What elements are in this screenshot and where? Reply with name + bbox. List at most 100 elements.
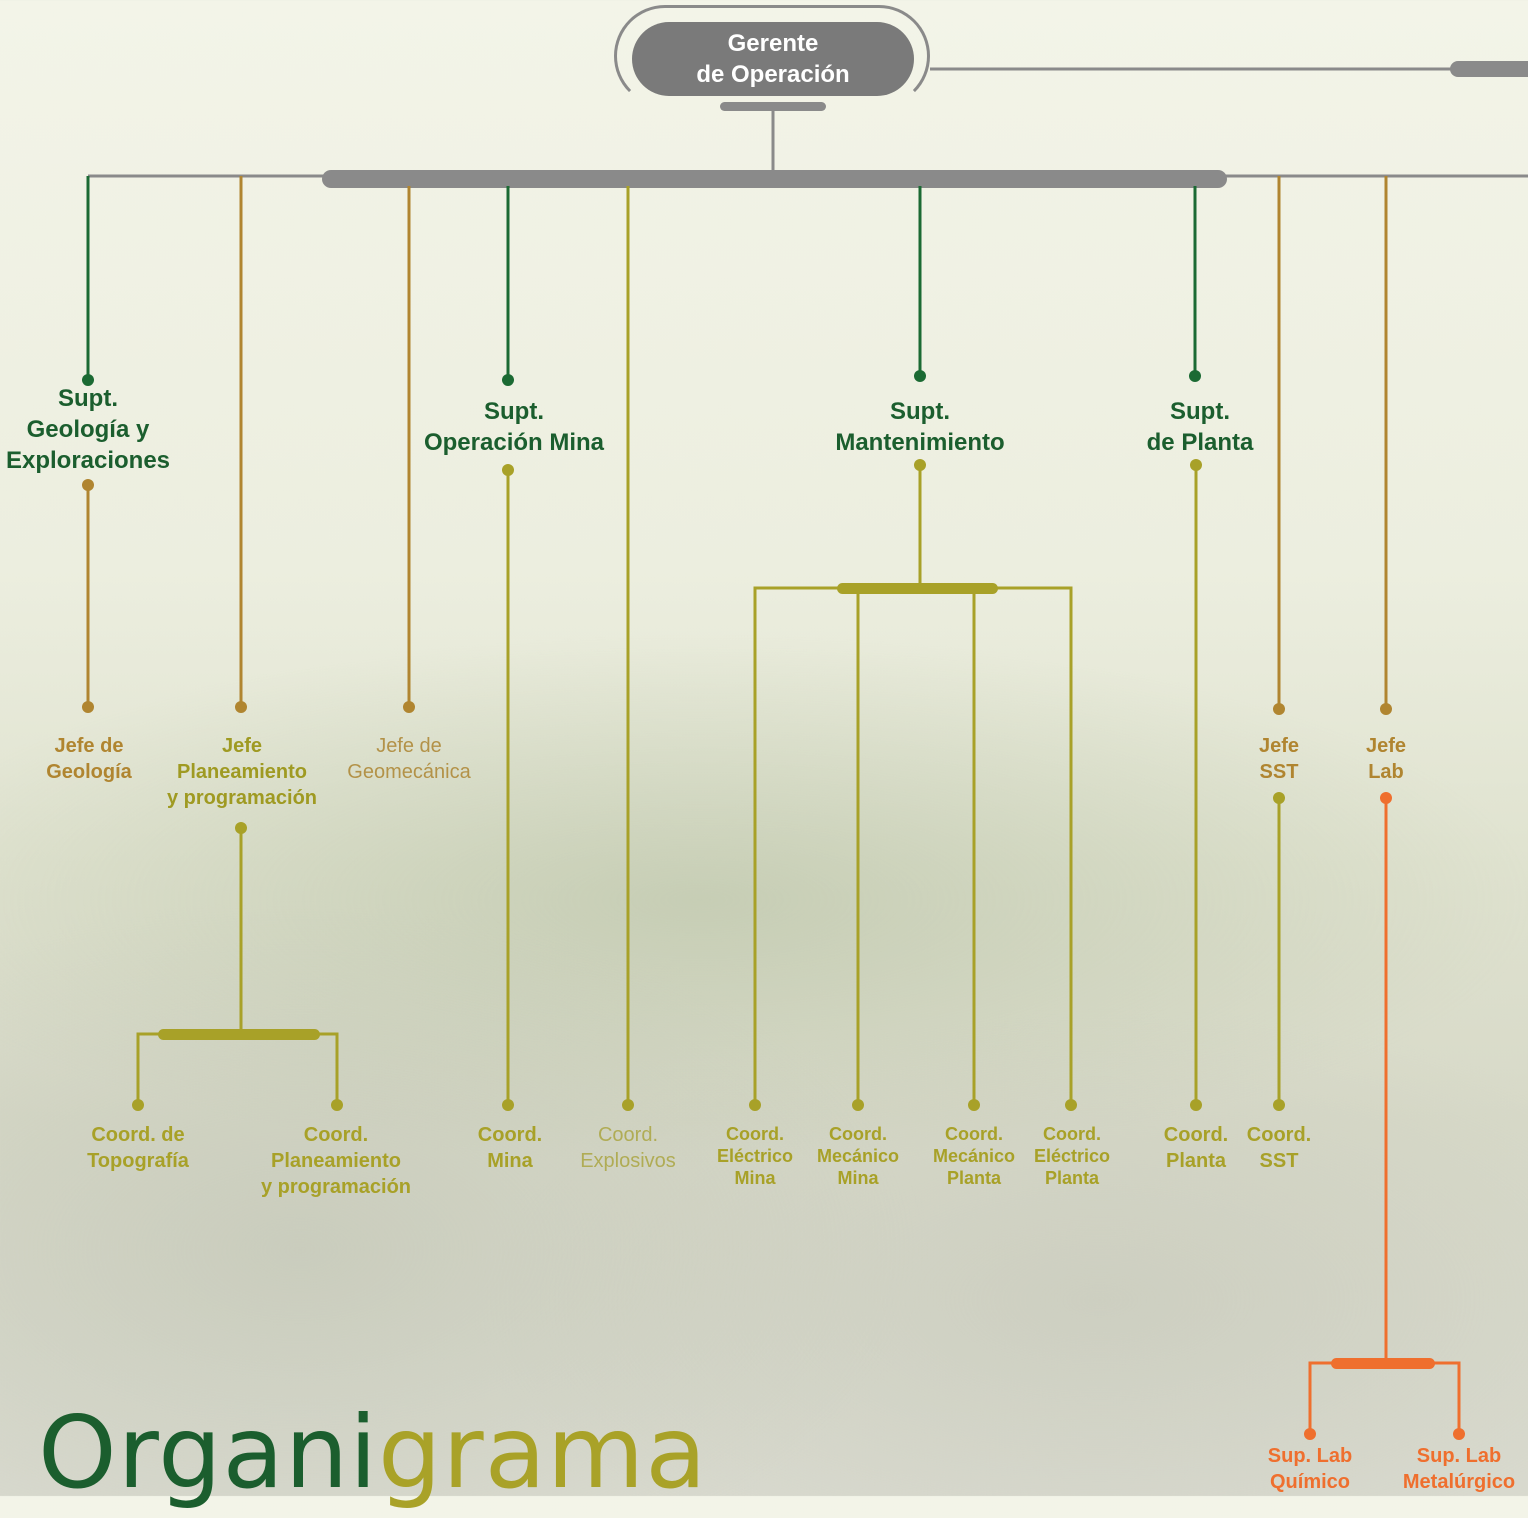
- title-part2: grama: [377, 1394, 708, 1511]
- dot-jefe-lab: [1380, 703, 1392, 715]
- node-supt-geologia: Supt. Geología y Exploraciones: [6, 383, 170, 476]
- node-coord-planta: Coord. Planta: [1164, 1122, 1228, 1174]
- dot-sup-lab-quimico: [1304, 1428, 1316, 1440]
- dot-sup-lab-metalurgico: [1453, 1428, 1465, 1440]
- node-coord-topografia: Coord. de Topografía: [87, 1122, 189, 1174]
- jefe-geomecanica-line1: Jefe de: [376, 735, 442, 757]
- coord-planta-line1: Coord.: [1163, 1124, 1229, 1146]
- dot-coord-topografia: [132, 1099, 144, 1111]
- coord-sst-line2: SST: [1259, 1150, 1299, 1172]
- coord-mecanico-planta-line1: Coord.: [945, 1124, 1003, 1144]
- node-coord-explosivos: Coord. Explosivos: [580, 1122, 676, 1174]
- dot-coord-elec-mina: [749, 1099, 761, 1111]
- coord-planeamiento-line1: Coord.: [303, 1124, 369, 1146]
- coord-topografia-line2: Topografía: [87, 1150, 189, 1172]
- node-jefe-geomecanica: Jefe de Geomecánica: [347, 733, 470, 785]
- coord-electrico-mina-line3: Mina: [734, 1168, 776, 1188]
- dot-jefe-planeamiento: [235, 701, 247, 713]
- olive-lines: [136, 186, 1281, 1105]
- node-gerente: Gerente de Operación: [632, 22, 914, 96]
- coord-electrico-mina-line1: Coord.: [725, 1124, 784, 1144]
- dot-jefe-geologia: [82, 701, 94, 713]
- jefe-geologia-line2: Geología: [46, 761, 132, 783]
- node-coord-mina: Coord. Mina: [478, 1122, 542, 1174]
- node-coord-mecanico-planta: Coord. Mecánico Planta: [933, 1123, 1015, 1189]
- supt-lines: [86, 176, 1197, 380]
- node-supt-planta: Supt. de Planta: [1147, 396, 1254, 458]
- dot-coord-sst: [1273, 1099, 1285, 1111]
- dot-coord-planeamiento: [331, 1099, 343, 1111]
- jefe-sst-line2: SST: [1259, 761, 1299, 783]
- sup-lab-metalurgico-line1: Sup. Lab: [1416, 1445, 1502, 1467]
- dot-op-child: [502, 464, 514, 476]
- orange-lines: [1308, 798, 1461, 1434]
- dot-coord-mec-planta: [968, 1099, 980, 1111]
- node-jefe-sst: Jefe SST: [1259, 733, 1299, 785]
- coord-mecanico-mina-line1: Coord.: [829, 1124, 887, 1144]
- dot-coord-mina: [502, 1099, 514, 1111]
- coord-explosivos-line2: Explosivos: [580, 1150, 676, 1172]
- node-sup-lab-metalurgico: Sup. Lab Metalúrgico: [1403, 1443, 1515, 1495]
- supt-operacion-line2: Operación Mina: [423, 429, 605, 456]
- supt-operacion-line1: Supt.: [483, 398, 544, 425]
- coord-planeamiento-line3: y programación: [260, 1176, 412, 1198]
- coord-mina-line2: Mina: [487, 1150, 533, 1172]
- jefe-planeamiento-line3: y programación: [166, 787, 318, 809]
- dot-mantenimiento: [914, 370, 926, 382]
- gold-lines: [86, 176, 1388, 709]
- jefe-lab-line1: Jefe: [1365, 735, 1407, 757]
- coord-mecanico-mina-line2: Mecánico: [816, 1146, 900, 1166]
- node-jefe-geologia: Jefe de Geología: [46, 733, 132, 785]
- coord-electrico-planta-line3: Planta: [1044, 1168, 1100, 1188]
- coord-mecanico-planta-line3: Planta: [946, 1168, 1002, 1188]
- jefe-planeamiento-line2: Planeamiento: [176, 761, 308, 783]
- gerente-line2: de Operación: [696, 61, 850, 88]
- node-coord-planeamiento: Coord. Planeamiento y programación: [261, 1122, 411, 1200]
- node-sup-lab-quimico: Sup. Lab Químico: [1268, 1443, 1352, 1495]
- supt-mantenimiento-line1: Supt.: [890, 398, 950, 425]
- dot-planta: [1189, 370, 1201, 382]
- coord-mina-line1: Coord.: [477, 1124, 543, 1146]
- coord-sst-line1: Coord.: [1246, 1124, 1312, 1146]
- node-coord-electrico-planta: Coord. Eléctrico Planta: [1034, 1123, 1110, 1189]
- coord-explosivos-line1: Coord.: [597, 1124, 659, 1146]
- gerente-frame: [614, 5, 930, 107]
- jefe-sst-line1: Jefe: [1258, 735, 1300, 757]
- supt-planta-line1: Supt.: [1169, 398, 1230, 425]
- coord-topografia-line1: Coord. de: [91, 1124, 185, 1146]
- top-connectors: [88, 61, 1528, 188]
- title-part1: Organi: [38, 1394, 378, 1511]
- sup-lab-quimico-line1: Sup. Lab: [1267, 1445, 1353, 1467]
- coord-electrico-mina-line2: Eléctrico: [716, 1146, 794, 1166]
- dot-mant-child: [914, 459, 926, 471]
- gerente-line1: Gerente: [727, 30, 819, 57]
- node-jefe-planeamiento: Jefe Planeamiento y programación: [167, 733, 317, 811]
- dot-geo-top: [82, 479, 94, 491]
- coord-electrico-planta-line2: Eléctrico: [1033, 1146, 1111, 1166]
- supt-geologia-line2: Geología y: [26, 416, 150, 443]
- jefe-lab-line2: Lab: [1368, 761, 1404, 783]
- dot-lab-child: [1380, 792, 1392, 804]
- dot-operacion: [502, 374, 514, 386]
- supt-mantenimiento-line2: Mantenimiento: [835, 429, 1005, 456]
- node-supt-mantenimiento: Supt. Mantenimiento: [835, 396, 1004, 458]
- coord-planta-line2: Planta: [1165, 1150, 1227, 1172]
- page-title: Organigrama: [38, 1388, 708, 1518]
- dot-jefe-geomecanica: [403, 701, 415, 713]
- dot-sst-child: [1273, 792, 1285, 804]
- dot-coord-elec-planta: [1065, 1099, 1077, 1111]
- dot-geologia: [82, 374, 94, 386]
- node-coord-mecanico-mina: Coord. Mecánico Mina: [817, 1123, 899, 1189]
- supt-planta-line2: de Planta: [1146, 429, 1254, 456]
- dot-coord-planta: [1190, 1099, 1202, 1111]
- dot-planta-child: [1190, 459, 1202, 471]
- node-coord-sst: Coord. SST: [1247, 1122, 1311, 1174]
- node-jefe-lab: Jefe Lab: [1366, 733, 1406, 785]
- supt-geologia-line1: Supt.: [58, 385, 118, 412]
- coord-mecanico-mina-line3: Mina: [837, 1168, 879, 1188]
- node-supt-operacion: Supt. Operación Mina: [424, 396, 604, 458]
- dot-plan-child: [235, 822, 247, 834]
- jefe-geologia-line1: Jefe de: [54, 735, 124, 757]
- jefe-geomecanica-line2: Geomecánica: [347, 761, 471, 783]
